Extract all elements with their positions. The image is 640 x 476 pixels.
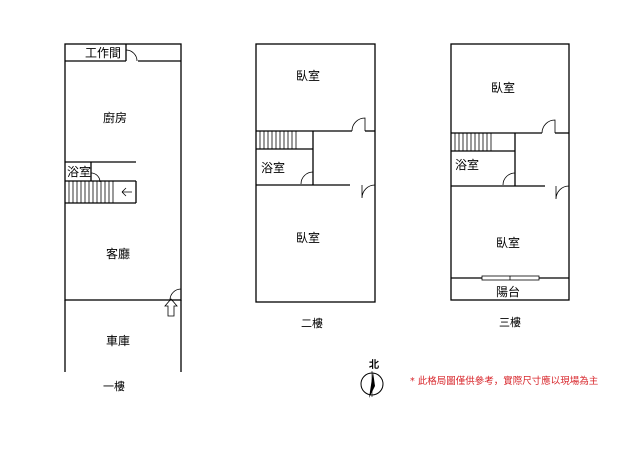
living-room-label: 客廳 xyxy=(106,246,130,261)
first-bathroom-label: 浴室 xyxy=(67,164,91,179)
third-floor-outer-wall xyxy=(450,43,570,301)
first-floor-outer-wall xyxy=(64,43,182,301)
second-bathroom-label: 浴室 xyxy=(261,160,285,175)
third-back-bedroom-label: 臥室 xyxy=(496,235,520,250)
second-back-bedroom-label: 臥室 xyxy=(296,230,320,245)
disclaimer-note: * 此格局圖僅供參考，實際尺寸應以現場為主 xyxy=(410,375,598,387)
third-floor-stairs xyxy=(454,133,492,151)
second-upper-door-swing xyxy=(351,117,366,132)
stair-arrow-icon xyxy=(121,187,132,197)
third-bath-door-swing xyxy=(502,172,516,186)
entry-arrow-icon xyxy=(164,298,178,317)
second-lower-door-swing xyxy=(361,184,376,199)
third-floor-plan: 臥室 浴室 臥室 陽台 三樓 xyxy=(450,43,570,329)
balcony-label: 陽台 xyxy=(496,284,520,299)
north-label: 北 xyxy=(369,358,379,371)
north-compass: 北 xyxy=(360,358,384,398)
garage-label: 車庫 xyxy=(106,334,130,348)
first-floor-label: 一樓 xyxy=(103,379,125,393)
second-bath-door-swing xyxy=(300,171,314,185)
third-front-bedroom-label: 臥室 xyxy=(491,80,515,95)
entry-door-swing xyxy=(169,288,182,301)
second-floor-stairs xyxy=(259,131,297,149)
workroom-label: 工作間 xyxy=(85,46,121,60)
third-bathroom-label: 浴室 xyxy=(455,157,479,172)
second-floor-plan: 臥室 浴室 臥室 二樓 xyxy=(255,43,376,330)
third-lower-door-swing xyxy=(555,185,570,200)
first-floor-stairs xyxy=(68,181,114,203)
balcony-sliding-door xyxy=(481,275,540,281)
second-floor-outer-wall xyxy=(255,43,376,303)
first-floor-plan: 工作間 廚房 浴室 客廳 車庫 一樓 xyxy=(64,43,182,393)
kitchen-label: 廚房 xyxy=(103,110,127,125)
workroom-door-swing xyxy=(125,49,138,62)
second-floor-label: 二樓 xyxy=(301,316,323,330)
second-front-bedroom-label: 臥室 xyxy=(296,68,320,83)
third-floor-label: 三樓 xyxy=(499,315,521,329)
third-upper-door-swing xyxy=(541,119,556,134)
